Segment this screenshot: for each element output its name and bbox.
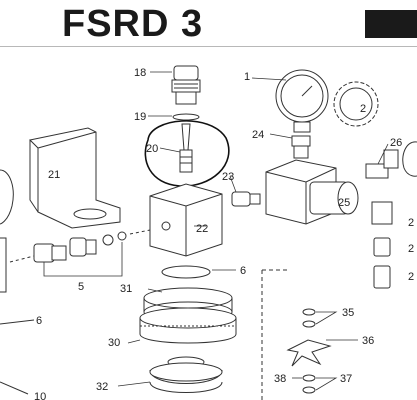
part-6-o-ring xyxy=(161,265,211,279)
callout-24: 24 xyxy=(252,129,264,141)
callout-23: 23 xyxy=(222,171,234,183)
callout-36: 36 xyxy=(362,335,374,347)
callout-31: 31 xyxy=(120,283,132,295)
highlight-circle xyxy=(144,120,230,187)
part-23-fitting xyxy=(231,191,261,207)
part-18-fitting xyxy=(171,65,201,105)
header-bar xyxy=(365,10,417,38)
part-21-bracket xyxy=(28,127,121,229)
callout-35: 35 xyxy=(342,307,354,319)
callout-20: 20 xyxy=(146,143,158,155)
callout-22: 22 xyxy=(196,223,208,235)
part-24-fitting xyxy=(291,135,311,159)
part-22-block xyxy=(149,183,223,257)
part-30-ring xyxy=(139,307,237,344)
part-1-gauge xyxy=(275,69,329,133)
callout-30: 30 xyxy=(108,337,120,349)
part-31-ring xyxy=(143,287,233,323)
header-rule xyxy=(0,46,417,47)
callout-1: 1 xyxy=(244,71,250,83)
callout-19: 19 xyxy=(134,111,146,123)
part-2-bezel xyxy=(333,81,379,127)
diagram-title: FSRD 3 xyxy=(62,3,204,45)
callout-37: 37 xyxy=(340,373,352,385)
callout-10: 10 xyxy=(34,391,46,400)
callout-right-1: 2 xyxy=(408,217,414,229)
callout-6-right: 6 xyxy=(240,265,246,277)
callout-right-3: 2 xyxy=(408,271,414,283)
part-26-tee xyxy=(365,149,399,179)
callout-26: 26 xyxy=(390,137,402,149)
callout-5: 5 xyxy=(78,281,84,293)
part-32-cap xyxy=(149,356,223,393)
callout-32: 32 xyxy=(96,381,108,393)
callout-18: 18 xyxy=(134,67,146,79)
callout-38: 38 xyxy=(274,373,286,385)
callout-21: 21 xyxy=(48,169,60,181)
callout-25: 25 xyxy=(338,197,350,209)
regulator-body xyxy=(265,159,359,225)
callout-right-2: 2 xyxy=(408,243,414,255)
part-20-nozzle xyxy=(179,123,193,173)
part-5-fittings xyxy=(9,229,151,263)
part-19-o-ring xyxy=(172,113,200,121)
callout-6-left: 6 xyxy=(36,315,42,327)
callout-2: 2 xyxy=(360,103,366,115)
